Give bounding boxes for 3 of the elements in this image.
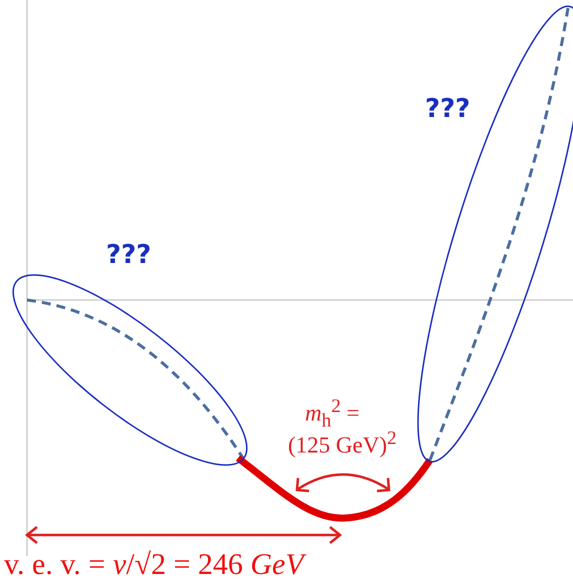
vev-formula: v. e. v. = v/√2 = 246 GeV [4,548,304,582]
question-marks: ??? [106,242,152,268]
question-marks: ??? [425,96,470,122]
